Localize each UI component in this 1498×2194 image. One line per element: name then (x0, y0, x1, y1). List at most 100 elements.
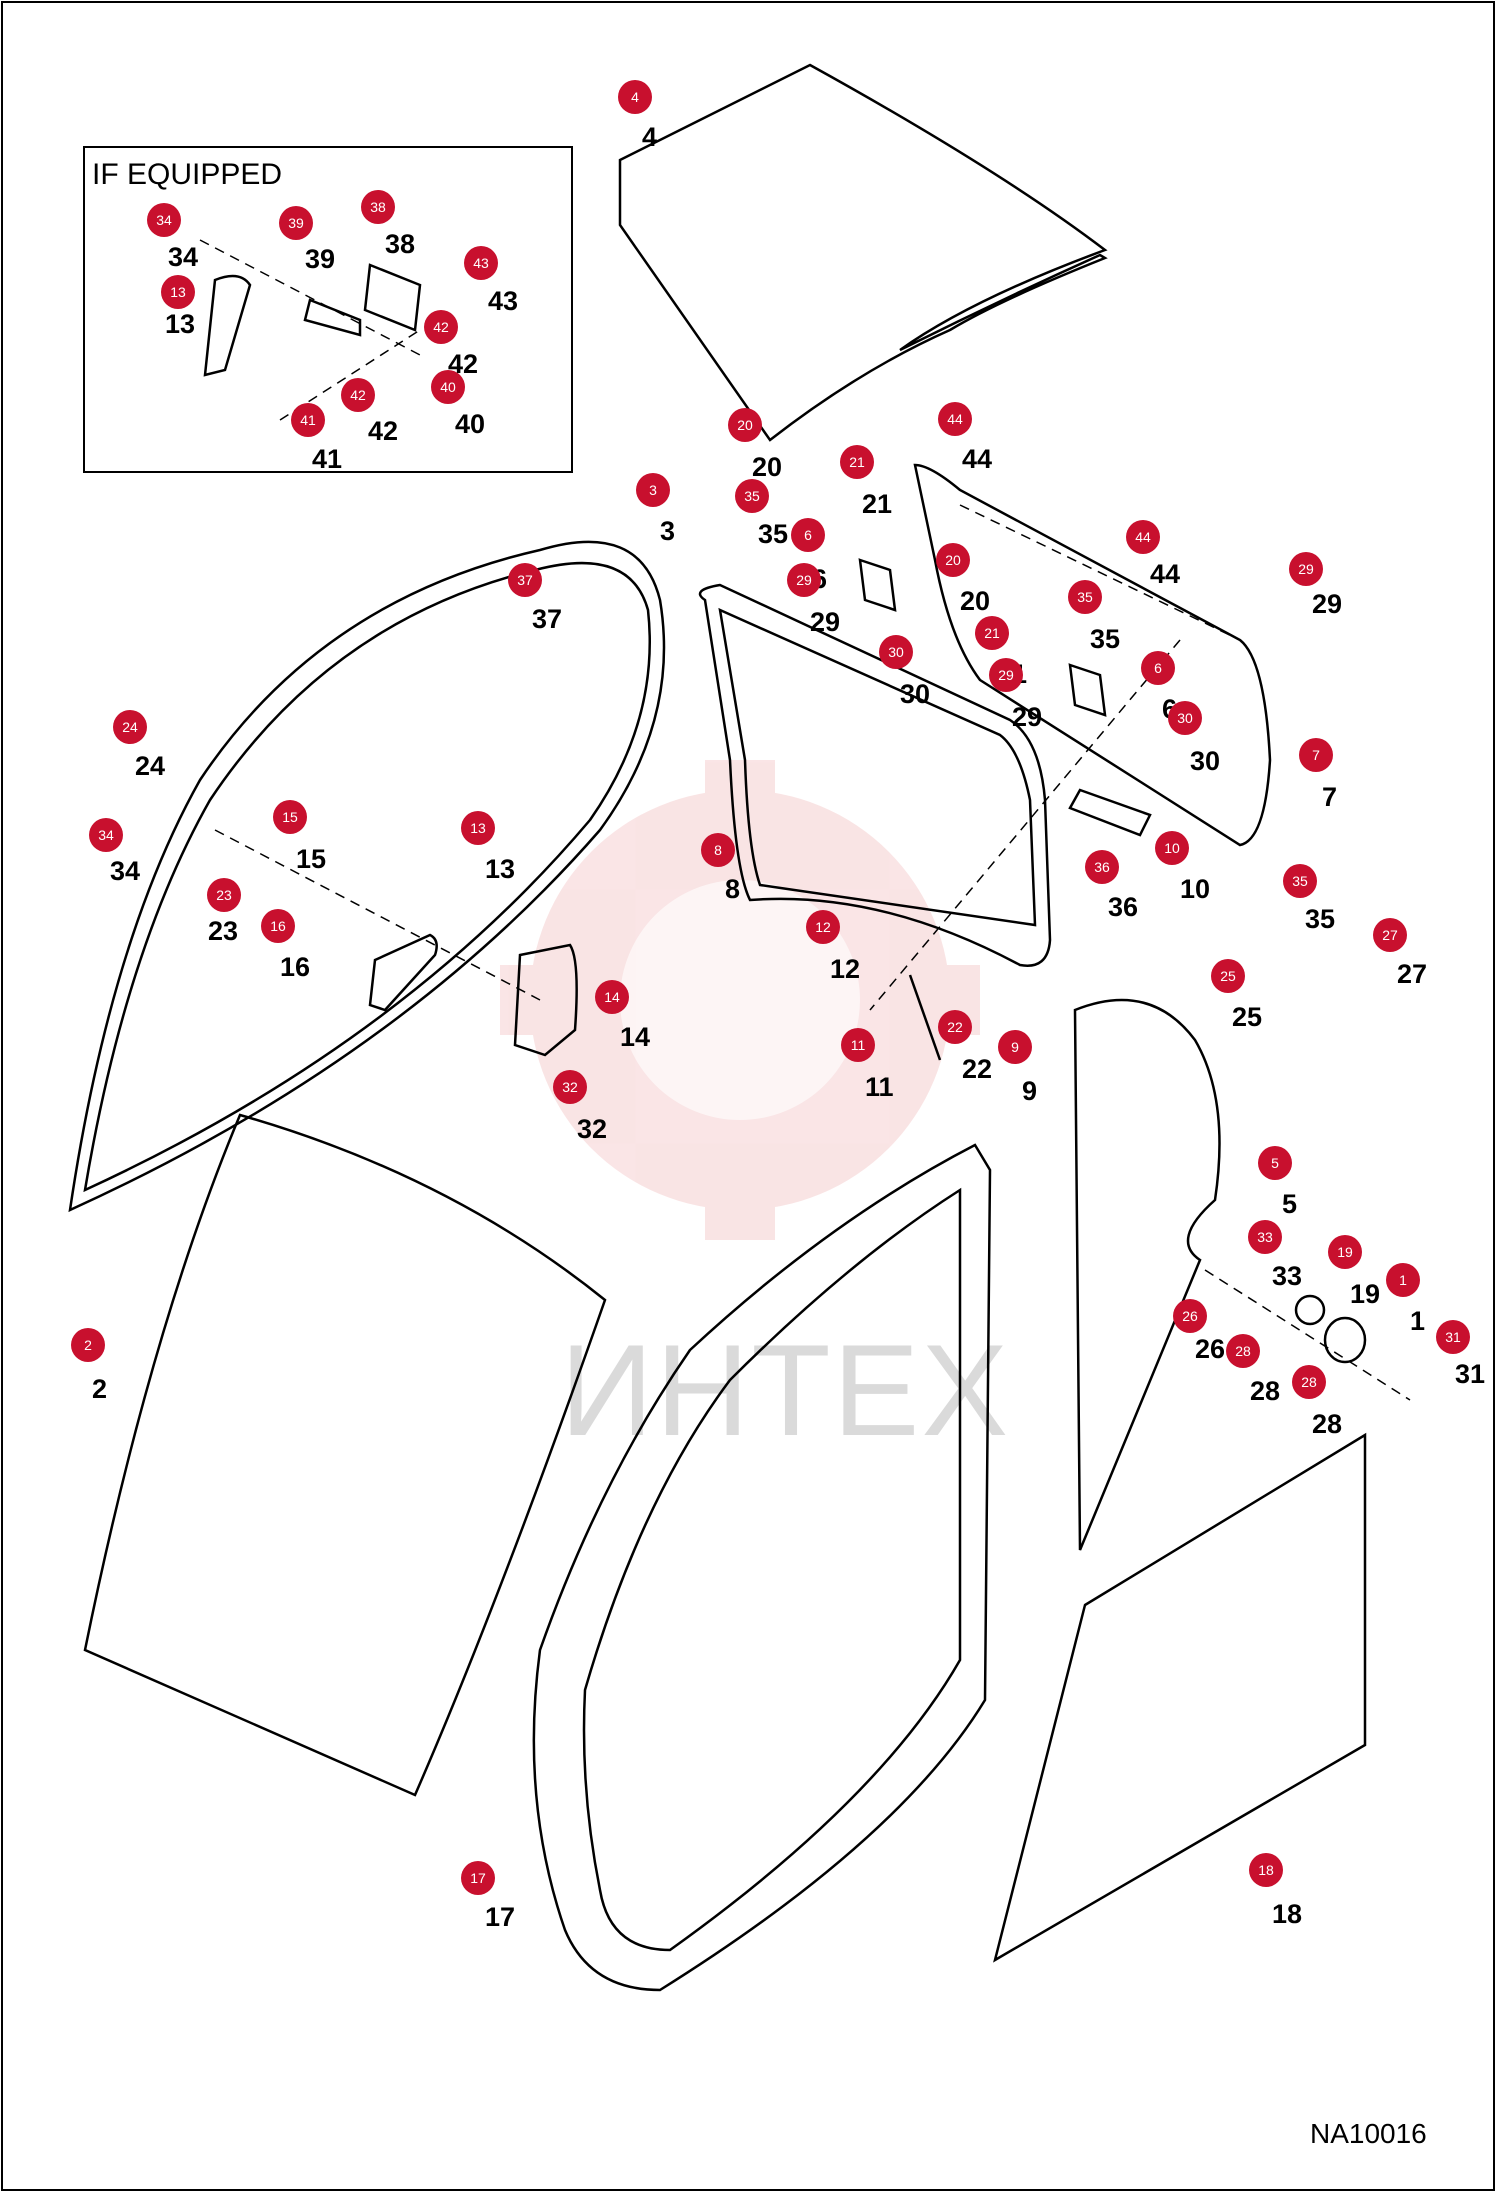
callout-badge-label: 8 (714, 842, 722, 858)
callout-number: 41 (312, 444, 342, 474)
roof-glass-part (618, 63, 1108, 442)
callout-badge (1211, 959, 1245, 993)
callout-37: 37 37 (508, 563, 562, 634)
callout-28: 28 28 (1292, 1365, 1342, 1439)
callout-number: 18 (1272, 1899, 1302, 1929)
callout-badge-label: 33 (1257, 1229, 1273, 1245)
callout-number: 35 (1305, 904, 1335, 934)
callout-12: 12 12 (806, 910, 860, 984)
callout-number: 38 (385, 229, 415, 259)
rear-door-glass-part (913, 463, 1272, 847)
axis-line (869, 639, 1181, 1011)
callout-badge-label: 13 (470, 820, 486, 836)
callout-badge (1292, 1365, 1326, 1399)
callout-badge (464, 246, 498, 280)
callout-badge-label: 25 (1220, 968, 1236, 984)
callout-number: 11 (865, 1072, 894, 1102)
callout-badge (1258, 1146, 1292, 1180)
callout-badge (879, 635, 913, 669)
callout-11: 11 11 (841, 1028, 894, 1102)
callout-badge (261, 909, 295, 943)
door-seal-part (698, 583, 1052, 967)
callout-number: 44 (1150, 559, 1180, 589)
callout-badge-label: 42 (433, 319, 449, 335)
callout-badge (618, 80, 652, 114)
callout-number: 24 (135, 751, 165, 781)
callout-badge-label: 28 (1301, 1374, 1317, 1390)
callout-badge-label: 29 (796, 572, 812, 588)
callout-number: 21 (862, 489, 892, 519)
callout-badge-label: 38 (370, 199, 386, 215)
callout-badge (787, 563, 821, 597)
callout-number: 8 (725, 874, 740, 904)
callout-number: 33 (1272, 1261, 1302, 1291)
callout-number: 37 (532, 604, 562, 634)
side-glass-part (1073, 998, 1221, 1551)
callout-badge (1173, 1299, 1207, 1333)
callout-badge-label: 11 (851, 1037, 866, 1053)
axis-line (959, 504, 1241, 641)
callout-badge-label: 18 (1258, 1862, 1274, 1878)
callout-number: 29 (1012, 702, 1042, 732)
callout-badge (161, 275, 195, 309)
callout-number: 28 (1312, 1409, 1342, 1439)
callout-badge-label: 29 (1298, 561, 1314, 577)
callout-badge (975, 616, 1009, 650)
callout-2: 22 (71, 1328, 107, 1404)
callout-badge (361, 190, 395, 224)
callout-badge-label: 6 (1154, 660, 1162, 676)
callout-badge (595, 980, 629, 1014)
callout-badge (1248, 1220, 1282, 1254)
axis-line (199, 239, 421, 356)
callout-number: 39 (305, 244, 335, 274)
gas-strut-part (908, 974, 942, 1061)
callout-badge (938, 402, 972, 436)
callout-badge (1436, 1320, 1470, 1354)
callout-badge (1085, 850, 1119, 884)
callout-badge (938, 1010, 972, 1044)
callout-badge-label: 34 (98, 827, 114, 843)
callout-badge (1289, 552, 1323, 586)
callout-3: 33 (636, 473, 675, 546)
callout-badge (71, 1328, 105, 1362)
callout-badge (1249, 1853, 1283, 1887)
callout-badge-label: 12 (815, 919, 831, 935)
rear-frame-inner (83, 561, 651, 1193)
callout-badge-label: 14 (604, 989, 620, 1005)
callout-badge-label: 44 (947, 411, 963, 427)
callout-badge (147, 203, 181, 237)
callout-number: 44 (962, 444, 992, 474)
callout-badge (273, 800, 307, 834)
callout-badge (341, 378, 375, 412)
callout-7: 77 (1299, 738, 1337, 812)
callout-badge-label: 39 (288, 215, 304, 231)
callout-badge-label: 37 (517, 572, 533, 588)
callout-badge-label: 35 (1292, 873, 1308, 889)
callout-number: 20 (960, 586, 990, 616)
callout-badge-label: 19 (1337, 1244, 1353, 1260)
callout-number: 17 (485, 1902, 515, 1932)
callout-number: 4 (642, 122, 657, 152)
mirror-part (513, 943, 578, 1057)
callout-badge-label: 23 (216, 887, 232, 903)
hinge-left-part (858, 558, 897, 612)
callout-badge-label: 43 (473, 255, 489, 271)
callout-number: 12 (830, 954, 860, 984)
